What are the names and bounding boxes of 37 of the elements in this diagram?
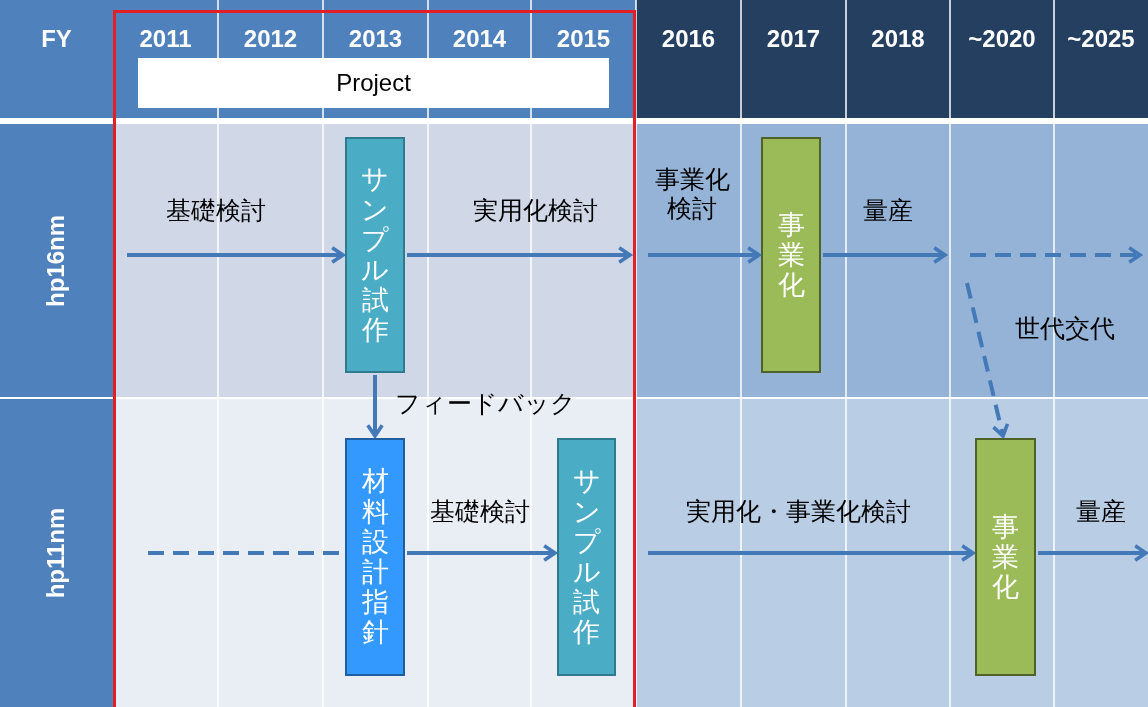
column-header: FY (40, 24, 73, 54)
edge-label: 実用化検討 (471, 196, 599, 227)
edge-label: 量産 (1075, 497, 1127, 528)
column-header: 2017 (765, 24, 822, 54)
column-header: 2015 (555, 24, 612, 54)
arrow (366, 375, 384, 438)
column-header: 2011 (138, 24, 193, 54)
arrow (407, 544, 557, 562)
arrow (127, 246, 345, 264)
edge-label: 事業化検討 (653, 165, 731, 225)
edge-label: 量産 (862, 196, 914, 227)
row-header: hp11nm (0, 399, 113, 707)
step-box: 事業化 (761, 137, 821, 373)
edge-label: 実用化・事業化検討 (684, 497, 912, 528)
arrow (823, 246, 947, 264)
column-header: ~2025 (1066, 24, 1136, 54)
edge-label: フィードバック (395, 389, 577, 420)
dashed-arrow (965, 282, 1010, 438)
step-box: 事業化 (975, 438, 1036, 676)
step-box: サンプル試作 (557, 438, 616, 676)
step-box: サンプル試作 (345, 137, 405, 373)
column-header: 2012 (242, 24, 299, 54)
arrow (407, 246, 632, 264)
edge-label: 基礎検討 (165, 196, 267, 227)
edge-label: 世代交代 (1014, 314, 1116, 345)
column-header: 2018 (870, 24, 926, 54)
arrow (648, 544, 975, 562)
column-header: 2013 (347, 24, 404, 54)
project-bar: Project (138, 58, 609, 108)
edge-label: 基礎検討 (429, 497, 531, 528)
step-box: 材料設計指針 (345, 438, 405, 676)
column-header: 2014 (451, 24, 508, 54)
column-header: ~2020 (967, 24, 1037, 54)
row-header: hp16nm (0, 124, 113, 397)
column-header: 2016 (660, 24, 717, 54)
arrow (1038, 544, 1148, 562)
arrow (648, 246, 761, 264)
